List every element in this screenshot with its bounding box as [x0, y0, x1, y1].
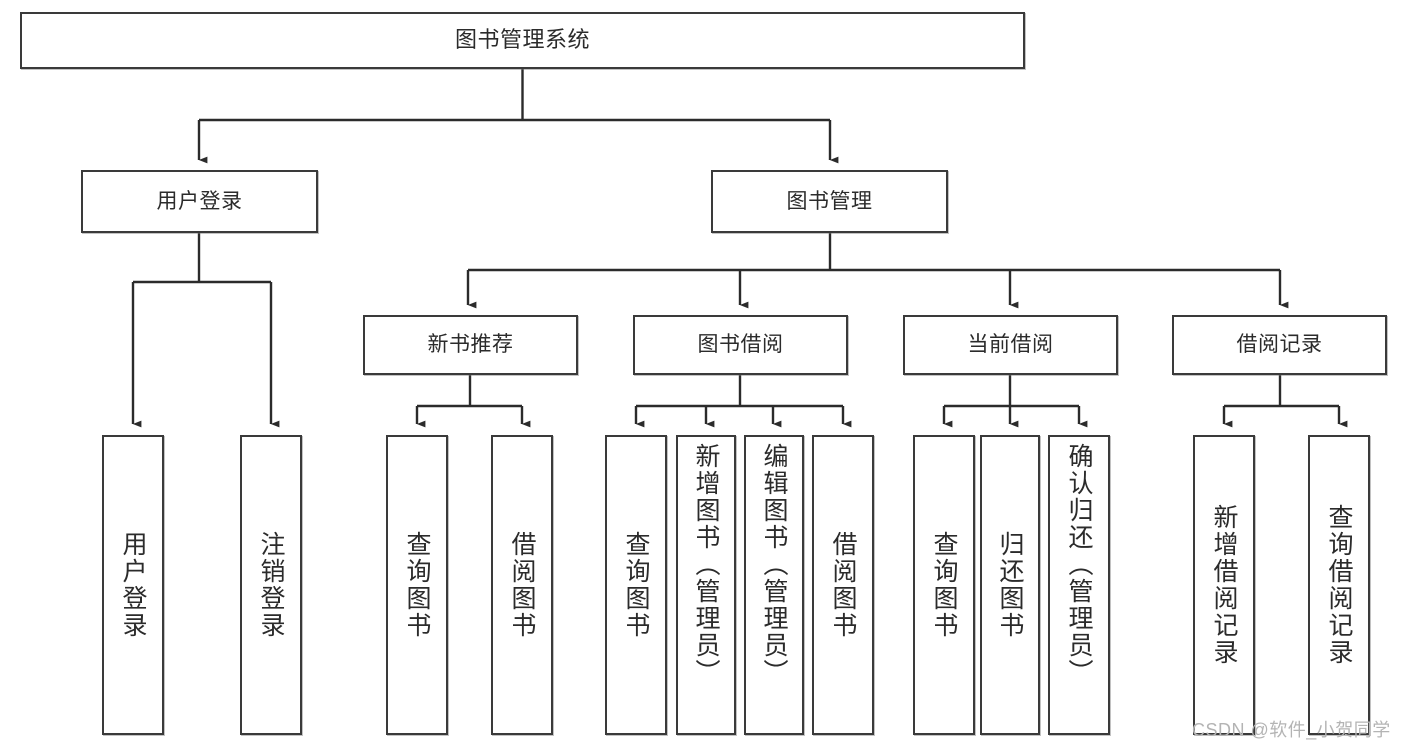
leaf-new-book-borrow-book[interactable]: 借阅图书 — [491, 435, 553, 735]
csdn-watermark: CSDN @软件_小贺同学 — [1192, 720, 1391, 740]
node-label: 新书推荐 — [427, 333, 514, 357]
leaf-new-book-query-book[interactable]: 查询图书 — [386, 435, 448, 735]
node-label: 图书借阅 — [697, 333, 784, 357]
leaf-current-borrow-confirm-return[interactable]: 确认归还（管理员） — [1048, 435, 1110, 735]
node-label: 借阅记录 — [1236, 333, 1323, 357]
node-label: 查询借阅记录 — [1325, 504, 1353, 666]
node-label: 新增借阅记录 — [1210, 504, 1238, 666]
node-label: 图书管理系统 — [454, 27, 590, 53]
node-label: 确认归还（管理员） — [1065, 443, 1093, 686]
leaf-borrow-record-query-record[interactable]: 查询借阅记录 — [1308, 435, 1370, 735]
leaf-user-login-login[interactable]: 用户登录 — [102, 435, 164, 735]
node-label: 图书管理 — [786, 189, 873, 213]
leaf-book-borrow-add-book[interactable]: 新增图书（管理员） — [676, 435, 736, 735]
node-new-book-recommend[interactable]: 新书推荐 — [363, 315, 578, 375]
node-label: 查询图书 — [403, 531, 431, 639]
leaf-user-login-logout[interactable]: 注销登录 — [240, 435, 302, 735]
node-label: 查询图书 — [622, 531, 650, 639]
node-label: 注销登录 — [257, 531, 285, 639]
leaf-book-borrow-edit-book[interactable]: 编辑图书（管理员） — [744, 435, 804, 735]
node-label: 借阅图书 — [508, 531, 536, 639]
leaf-current-borrow-query-book[interactable]: 查询图书 — [913, 435, 975, 735]
node-root-system[interactable]: 图书管理系统 — [20, 12, 1025, 69]
node-label: 用户登录 — [156, 189, 243, 213]
node-current-borrow[interactable]: 当前借阅 — [903, 315, 1118, 375]
node-label: 用户登录 — [119, 531, 147, 639]
leaf-book-borrow-query-book[interactable]: 查询图书 — [605, 435, 667, 735]
node-label: 当前借阅 — [967, 333, 1054, 357]
node-label: 编辑图书（管理员） — [760, 443, 788, 686]
node-borrow-record[interactable]: 借阅记录 — [1172, 315, 1387, 375]
node-book-borrow[interactable]: 图书借阅 — [633, 315, 848, 375]
node-label: 借阅图书 — [829, 531, 857, 639]
node-user-login[interactable]: 用户登录 — [81, 170, 318, 233]
node-label: 归还图书 — [996, 531, 1024, 639]
node-label: 查询图书 — [930, 531, 958, 639]
node-label: 新增图书（管理员） — [692, 443, 720, 686]
node-book-management[interactable]: 图书管理 — [711, 170, 948, 233]
leaf-book-borrow-borrow-book[interactable]: 借阅图书 — [812, 435, 874, 735]
leaf-current-borrow-return-book[interactable]: 归还图书 — [980, 435, 1040, 735]
leaf-borrow-record-add-record[interactable]: 新增借阅记录 — [1193, 435, 1255, 735]
